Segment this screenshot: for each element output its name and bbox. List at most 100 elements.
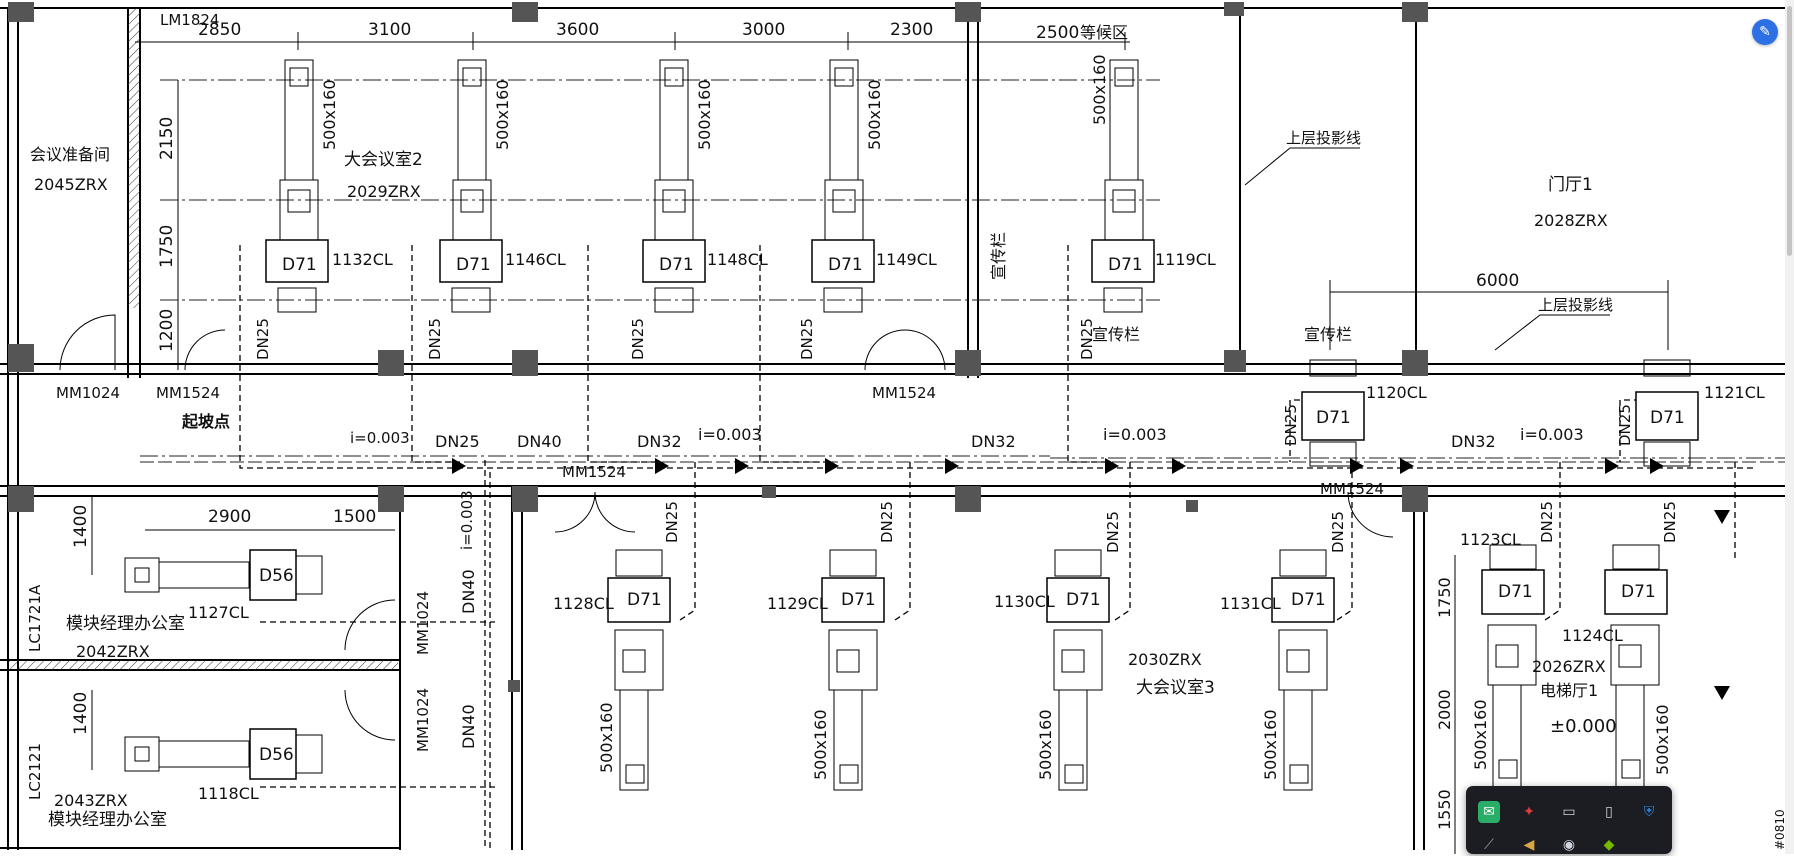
unit-1127CL[interactable]: D56 1127CL xyxy=(124,549,323,622)
unit-1146CL[interactable]: D71 1146CL 500x160 DN25 xyxy=(426,59,566,360)
unit-1121CL[interactable]: D71 1121CL DN25 xyxy=(1616,359,1765,467)
unit-1120CL[interactable]: D71 1120CL DN25 xyxy=(1282,359,1427,467)
unit-model: D56 xyxy=(259,745,294,765)
pipe-slope: i=0.003 xyxy=(1520,425,1584,444)
wechat-icon[interactable]: ✉ xyxy=(1478,801,1500,823)
unit-tag: 1120CL xyxy=(1366,383,1427,402)
usb-drive-icon[interactable]: ▯ xyxy=(1605,804,1613,820)
unit-tag: 1118CL xyxy=(198,784,259,803)
monitor-icon[interactable]: ▭ xyxy=(1562,804,1576,820)
unit-1123CL[interactable]: D71 1123CL 500x160 DN25 xyxy=(1460,501,1556,796)
room-code: 2042ZRX xyxy=(76,642,150,661)
pipe-size: DN25 xyxy=(254,318,272,360)
dimension-text: 2850 xyxy=(198,20,241,40)
pipe-size: DN25 xyxy=(426,318,444,360)
vertical-dimension: 1550 xyxy=(1435,789,1454,830)
unit-1148CL[interactable]: D71 1148CL 500x160 DN25 xyxy=(629,59,768,360)
room-name: 大会议室2 xyxy=(344,150,423,170)
network-icon[interactable]: ⟋ xyxy=(1484,837,1494,853)
unit-1131CL[interactable]: D71 1131CL 500x160 DN25 xyxy=(1220,511,1347,791)
floor-level: ±0.000 xyxy=(1550,716,1617,737)
unit-1129CL[interactable]: D71 1129CL 500x160 DN25 xyxy=(767,501,896,791)
unit-model: D71 xyxy=(841,590,876,610)
duct-size: 500x160 xyxy=(1261,709,1280,780)
unit-model: D71 xyxy=(659,255,694,275)
unit-1128CL[interactable]: D71 1128CL 500x160 DN25 xyxy=(553,501,681,791)
unit-model: D71 xyxy=(1066,590,1101,610)
pipe-size: DN25 xyxy=(1104,511,1122,553)
vertical-scrollbar[interactable] xyxy=(1785,0,1794,854)
dimension-text: 2300 xyxy=(890,20,933,40)
scrollbar-thumb[interactable] xyxy=(1787,6,1792,256)
door-tag: MM1024 xyxy=(56,384,120,402)
dimension-text: 2900 xyxy=(208,507,251,527)
pipe-size: DN25 xyxy=(1078,318,1096,360)
wall-hatch xyxy=(8,660,398,670)
unit-1119CL[interactable]: D71 1119CL 500x160 DN25 xyxy=(1078,54,1216,360)
unit-1118CL[interactable]: D56 1118CL xyxy=(124,728,323,803)
unit-1149CL[interactable]: D71 1149CL 500x160 DN25 xyxy=(798,59,937,360)
pipe-size: DN40 xyxy=(459,569,478,614)
nvidia-icon[interactable]: ◆ xyxy=(1603,837,1615,853)
unit-tag: 1127CL xyxy=(188,603,249,622)
chilled-water-piping xyxy=(239,245,1755,850)
room-code: 2043ZRX xyxy=(54,791,128,810)
vertical-dimension: 2150 xyxy=(157,117,177,160)
security-shield-icon[interactable]: ⛨ xyxy=(1643,804,1655,820)
vertical-dimension: 1200 xyxy=(157,309,177,352)
room-code: 2045ZRX xyxy=(34,175,108,194)
unit-1130CL[interactable]: D71 1130CL 500x160 DN25 xyxy=(994,511,1122,791)
pipe-size: DN25 xyxy=(1661,501,1679,543)
room-name: 大会议室3 xyxy=(1136,678,1215,698)
unit-tag: 1146CL xyxy=(505,250,566,269)
duct-size: 500x160 xyxy=(597,702,616,773)
door-tag: MM1024 xyxy=(414,688,432,752)
dimension-text: 2500 xyxy=(1036,23,1079,43)
unit-tag: 1149CL xyxy=(876,250,937,269)
projection-line-label: 上层投影线 xyxy=(1538,296,1613,314)
ceiling-dimensions: LM1824 2850 3100 3600 3000 2300 2500 等候区… xyxy=(157,11,1128,352)
steam-icon[interactable]: ◉ xyxy=(1562,837,1576,853)
pipe-slope: i=0.003 xyxy=(698,425,762,444)
edit-tool-icon[interactable]: ✎ xyxy=(1752,19,1778,45)
structural-columns xyxy=(8,2,1428,692)
room-name: 会议准备间 xyxy=(30,145,110,164)
unit-1124CL[interactable]: D71 1124CL 500x160 DN25 xyxy=(1562,501,1679,796)
duct-size: 500x160 xyxy=(1090,54,1109,125)
unit-tag: 1130CL xyxy=(994,592,1055,611)
unit-1132CL[interactable]: D71 1132CL 500x160 DN25 xyxy=(254,59,393,360)
pipe-size: DN25 xyxy=(798,318,816,360)
room-code: 2028ZRX xyxy=(1534,211,1608,230)
room-name: 模块经理办公室 xyxy=(48,810,167,830)
vertical-dimension: 1400 xyxy=(71,692,91,735)
pipe-size: DN25 xyxy=(1538,501,1556,543)
unit-tag: 1124CL xyxy=(1562,626,1623,645)
office-labels: 2900 1500 1400 1400 模块经理办公室 2042ZRX 2043… xyxy=(26,490,478,830)
unit-tag: 1121CL xyxy=(1704,383,1765,402)
span-dimension: 6000 xyxy=(1476,271,1519,291)
pipe-size: DN25 xyxy=(435,432,480,451)
unit-model: D71 xyxy=(1316,408,1351,428)
pipe-size: DN32 xyxy=(1451,432,1496,451)
vertical-dimension: 1750 xyxy=(1435,577,1454,618)
unit-model: D56 xyxy=(259,566,294,586)
door-tag: MM1524 xyxy=(1320,480,1384,498)
app-red-icon[interactable]: ✦ xyxy=(1523,804,1535,820)
waiting-area-label: 等候区 xyxy=(1080,23,1128,42)
duct-size: 500x160 xyxy=(865,79,884,150)
walls xyxy=(0,7,1785,850)
duct-size: 500x160 xyxy=(1653,704,1672,775)
bulletin-board-label: 宣传栏 xyxy=(1092,325,1140,344)
grid-lines xyxy=(140,79,1785,463)
room-name: 模块经理办公室 xyxy=(66,614,185,634)
unit-tag: 1132CL xyxy=(332,250,393,269)
duct-size: 500x160 xyxy=(1036,709,1055,780)
unit-model: D71 xyxy=(282,255,317,275)
bulletin-board-label: 宣传栏 xyxy=(989,232,1008,280)
room-code: 2026ZRX xyxy=(1532,657,1606,676)
room-labels: 会议准备间 2045ZRX 大会议室2 2029ZRX 门厅1 2028ZRX … xyxy=(30,129,1787,850)
volume-icon[interactable]: ◀ xyxy=(1523,837,1535,853)
door-tag: MM1524 xyxy=(156,384,220,402)
unit-model: D71 xyxy=(1650,408,1685,428)
